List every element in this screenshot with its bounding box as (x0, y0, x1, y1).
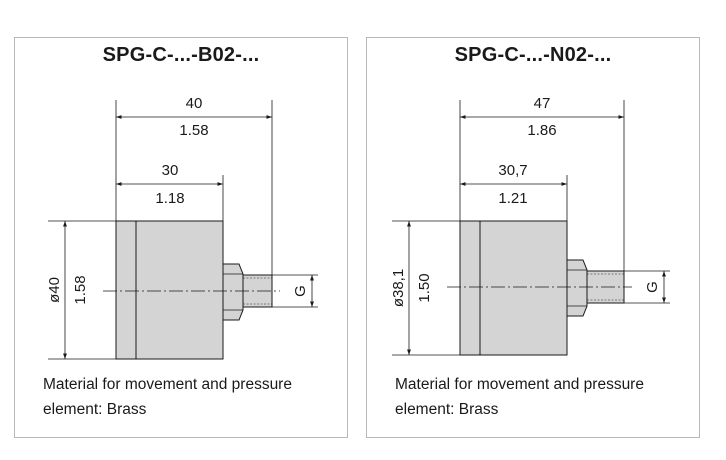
overall-dim-in: 1.86 (527, 122, 556, 139)
drawing-panel-b02: SPG-C-...-B02-... 40 1.58 30 1.18 (14, 37, 348, 438)
body-dim-mm: 30 (162, 162, 179, 179)
caption-line-1: Material for movement and pressure (43, 376, 292, 393)
caption-line-1: Material for movement and pressure (395, 376, 644, 393)
hex-nut (222, 263, 244, 321)
diameter-dim-mm: ø38,1 (390, 269, 407, 307)
caption-line-2: element: Brass (395, 401, 499, 418)
diameter-dim-in: 1.50 (416, 273, 433, 302)
hex-nut (566, 259, 588, 317)
overall-dim-mm: 47 (534, 95, 551, 112)
material-caption: Material for movement and pressure eleme… (43, 372, 343, 422)
body-dim-mm: 30,7 (498, 162, 527, 179)
body-dim-in: 1.21 (498, 190, 527, 207)
thread-label: G (644, 281, 661, 293)
diameter-dim-mm: ø40 (46, 277, 63, 303)
gauge-body (459, 220, 568, 356)
dimension-drawing: 47 1.86 30,7 1.21 ø38,1 1.50 G (390, 95, 670, 356)
drawing-panel-n02: SPG-C-...-N02-... 47 1.86 30,7 1.21 (366, 37, 700, 438)
diameter-dim-in: 1.58 (72, 275, 89, 304)
overall-dim-mm: 40 (186, 95, 203, 112)
body-dim-in: 1.18 (155, 190, 184, 207)
gauge-body (115, 220, 224, 360)
panel-title: SPG-C-...-B02-... (102, 44, 260, 66)
thread-label: G (292, 285, 309, 297)
caption-line-2: element: Brass (43, 401, 147, 418)
overall-dim-in: 1.58 (179, 122, 208, 139)
dimension-drawing: 40 1.58 30 1.18 ø40 1.58 G (46, 95, 318, 360)
panel-title: SPG-C-...-N02-... (454, 44, 612, 66)
material-caption: Material for movement and pressure eleme… (395, 372, 695, 422)
